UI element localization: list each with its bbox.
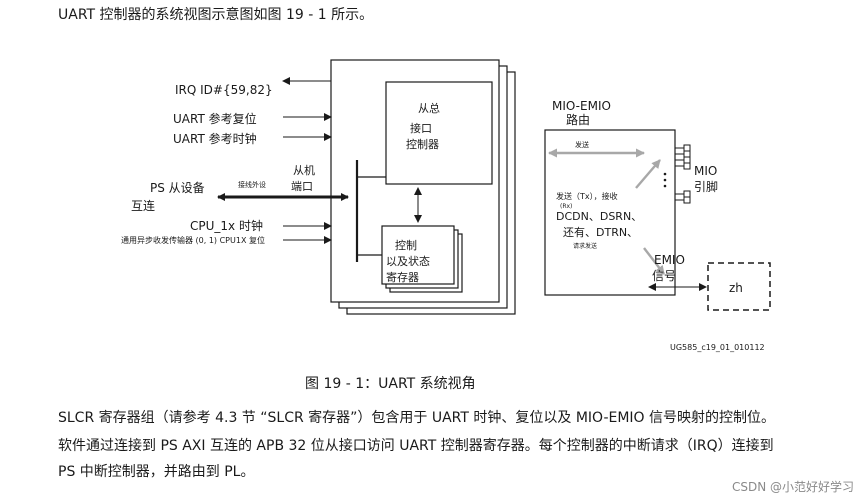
- emio-line1: EMIO: [654, 253, 685, 267]
- pl-dashed-box: [707, 262, 771, 311]
- paragraph-line-1: SLCR 寄存器组（请参考 4.3 节 “SLCR 寄存器”）包含用于 UART…: [58, 410, 776, 426]
- mio-emio-block: [544, 129, 676, 296]
- mio-pins-line2: 引脚: [694, 179, 718, 194]
- interconnect-label: 互连: [131, 198, 155, 213]
- intro-text: UART 控制器的系统视图示意图如图 19 - 1 所示。: [58, 7, 374, 23]
- register-block: [381, 225, 455, 285]
- gray-down-arrow: [643, 247, 665, 275]
- interface-ctrl-line1: 从总: [418, 101, 440, 115]
- csdn-watermark: CSDN @小范好好学习: [731, 480, 854, 494]
- signals-line1: DCDN、DSRN、: [556, 210, 642, 223]
- cpu-reset-label: 通用异步收发传输器 (0, 1) CPU1X 复位: [121, 235, 265, 245]
- req-send-label: 请求发送: [573, 242, 597, 250]
- ctrl-status-line2: 以及状态: [386, 254, 430, 268]
- mio-pin-ticks: [663, 144, 691, 204]
- paragraph-line-2: 软件通过连接到 PS AXI 互连的 APB 32 位从接口访问 UART 控制…: [58, 438, 774, 454]
- signals-line2: 还有、DTRN、: [563, 225, 638, 239]
- cpu-clock-label: CPU_1x 时钟: [190, 218, 263, 233]
- figure-caption: 图 19 - 1：UART 系统视角: [305, 376, 476, 392]
- mio-pins-line1: MIO: [694, 164, 717, 178]
- bus-tag-label: 接线外设: [238, 180, 266, 189]
- ctrl-status-line3: 寄存器: [386, 270, 419, 284]
- ps-device-label: PS 从设备: [150, 181, 205, 195]
- emio-line2: 信号: [652, 269, 676, 283]
- ref-clock-label: UART 参考时钟: [173, 131, 257, 146]
- pl-box-label: zh: [729, 281, 743, 295]
- figure-id: UG585_c19_01_010112: [670, 343, 765, 352]
- interface-ctrl-line3: 控制器: [406, 137, 439, 151]
- slave-port-line2: 端口: [291, 180, 313, 193]
- mio-emio-title-1: MIO-EMIO: [552, 99, 611, 113]
- tx-rx-sub-label: (Rx): [560, 203, 572, 210]
- paragraph-line-3: PS 中断控制器，并路由到 PL。: [58, 464, 255, 480]
- interface-controller-block: [385, 81, 493, 185]
- gray-up-arrow: [635, 159, 661, 189]
- tx-top-label: 发送: [575, 140, 589, 149]
- slave-port-line1: 从机: [293, 163, 315, 177]
- mio-emio-title-2: 路由: [566, 112, 590, 127]
- interface-ctrl-line2: 接口: [410, 122, 432, 135]
- irq-label: IRQ ID#{59,82}: [175, 83, 273, 97]
- ref-reset-label: UART 参考复位: [173, 111, 257, 126]
- ctrl-status-line1: 控制: [395, 238, 417, 252]
- tx-rx-label: 发送（Tx），接收: [556, 191, 618, 201]
- uart-system-diagram: 从总 接口 控制器 控制 以及状态 寄存器 从机 端口 IRQ ID#{59,8…: [121, 59, 771, 352]
